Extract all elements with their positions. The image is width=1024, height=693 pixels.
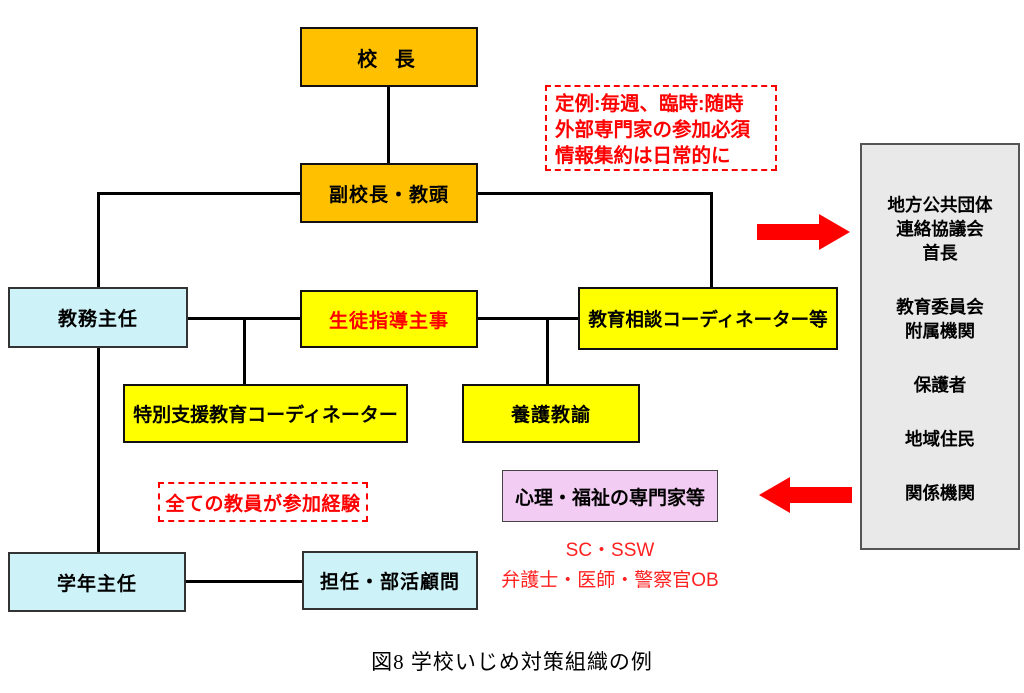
external-party-label: 保護者 (913, 375, 967, 395)
external-party-label: 関係機関 (905, 483, 975, 503)
meeting-note-line: 外部専門家の参加必須 (555, 118, 751, 141)
figure-caption: 図8 学校いじめ対策組織の例 (371, 650, 653, 674)
participation-note: 全ての教員が参加経験 (158, 482, 368, 522)
box-gakunen-shunin: 学年主任 (8, 552, 186, 612)
connector-to-tokubetsu (243, 318, 246, 386)
connector-left-down (97, 192, 100, 289)
box-seito-shido: 生徒指導主事 (300, 290, 478, 348)
meeting-note-line: 情報集約は日常的に (555, 144, 731, 167)
connector-seito-sodan (476, 317, 580, 320)
box-yogo-kyoyu: 養護教諭 (462, 384, 640, 443)
external-parties-panel: 地方公共団体 連絡協議会 首長 教育委員会 附属機関 保護者 地域住民 関係機関 (860, 143, 1020, 550)
external-party-label: 教育委員会 (896, 297, 984, 317)
external-party-label: 附属機関 (905, 321, 975, 341)
connector-principal-vice (387, 87, 390, 163)
specialists-detail: SC・SSW 弁護士・医師・警察官OB (478, 536, 742, 596)
connector-gakunen-tannin (184, 580, 304, 583)
connector-kyomu-gakunen (97, 346, 100, 554)
connector-right-down (710, 192, 713, 289)
specialists-detail-line: 弁護士・医師・警察官OB (501, 570, 719, 591)
red-arrow-left-icon (759, 477, 852, 513)
box-tokubetsu-shien: 特別支援教育コーディネーター (123, 384, 408, 443)
box-kyomu-shunin: 教務主任 (8, 287, 188, 348)
meeting-note: 定例:毎週、臨時:随時 外部専門家の参加必須 情報集約は日常的に (545, 85, 777, 171)
red-arrow-right-icon (757, 214, 850, 250)
box-kyoiku-sodan: 教育相談コーディネーター等 (578, 287, 838, 350)
external-party-label: 地域住民 (905, 429, 975, 449)
connector-to-yogo (546, 318, 549, 386)
connector-vice-left-horizontal (97, 192, 302, 195)
box-tannin-bukatsu: 担任・部活顧問 (302, 551, 478, 610)
specialists-detail-line: SC・SSW (565, 540, 655, 561)
meeting-note-line: 定例:毎週、臨時:随時 (555, 93, 744, 115)
connector-vice-right-horizontal (476, 192, 713, 195)
external-party-label: 連絡協議会 (896, 219, 984, 239)
box-principal: 校 長 (300, 27, 478, 87)
external-party-label: 地方公共団体 (887, 195, 993, 215)
box-senmonka: 心理・福祉の専門家等 (502, 470, 718, 522)
external-party-label: 首長 (922, 243, 958, 263)
box-vice-principal: 副校長・教頭 (300, 163, 478, 223)
